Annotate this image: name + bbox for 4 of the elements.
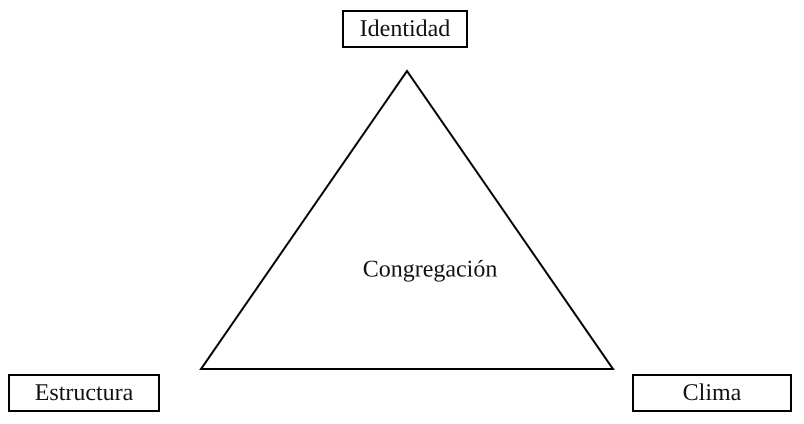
concept-box: Clima: [632, 374, 792, 412]
concept-box: Estructura: [8, 374, 160, 412]
concept-box: Identidad: [342, 10, 468, 48]
node-label: Congregación: [362, 256, 498, 284]
